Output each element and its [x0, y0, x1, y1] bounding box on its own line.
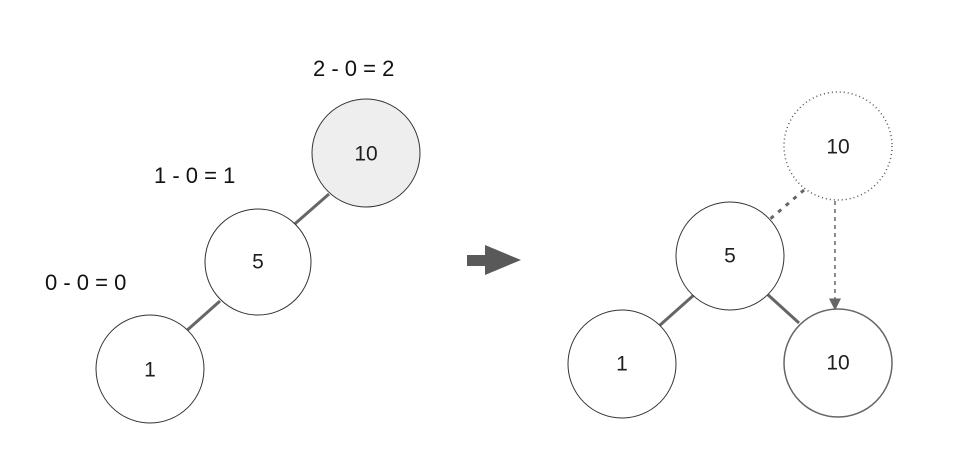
left-node-5	[204, 208, 312, 316]
annotation-node-1: 0 - 0 = 0	[45, 270, 126, 295]
left-node-1	[95, 314, 205, 424]
left-node-1-label: 1	[144, 359, 156, 382]
left-edge-5-1	[183, 299, 221, 335]
right-ghost-edge	[768, 188, 805, 222]
right-edge-5-10	[764, 291, 801, 325]
annotation-node-5: 1 - 0 = 1	[154, 163, 235, 188]
left-node-5-label: 5	[252, 251, 264, 274]
right-ghost-node-10	[783, 91, 893, 201]
right-node-10-label: 10	[826, 352, 849, 375]
right-edge-5-1	[658, 292, 696, 328]
left-node-10-label: 10	[354, 143, 377, 166]
right-node-5	[675, 201, 785, 311]
left-edge-10-5	[288, 192, 330, 231]
right-arrow-icon	[467, 245, 521, 275]
right-node-5-label: 5	[724, 245, 736, 268]
right-ghost-node-10-label: 10	[826, 136, 849, 159]
right-node-1	[567, 309, 677, 419]
left-node-10	[311, 98, 421, 208]
right-node-1-label: 1	[616, 353, 628, 376]
annotation-node-10: 2 - 0 = 2	[313, 56, 394, 81]
right-tree: 10 5 1 10	[567, 91, 893, 419]
right-node-10	[783, 308, 893, 418]
left-tree: 10 5 1 2 - 0 = 2 1 - 0 = 1 0 - 0 = 0	[45, 56, 421, 424]
